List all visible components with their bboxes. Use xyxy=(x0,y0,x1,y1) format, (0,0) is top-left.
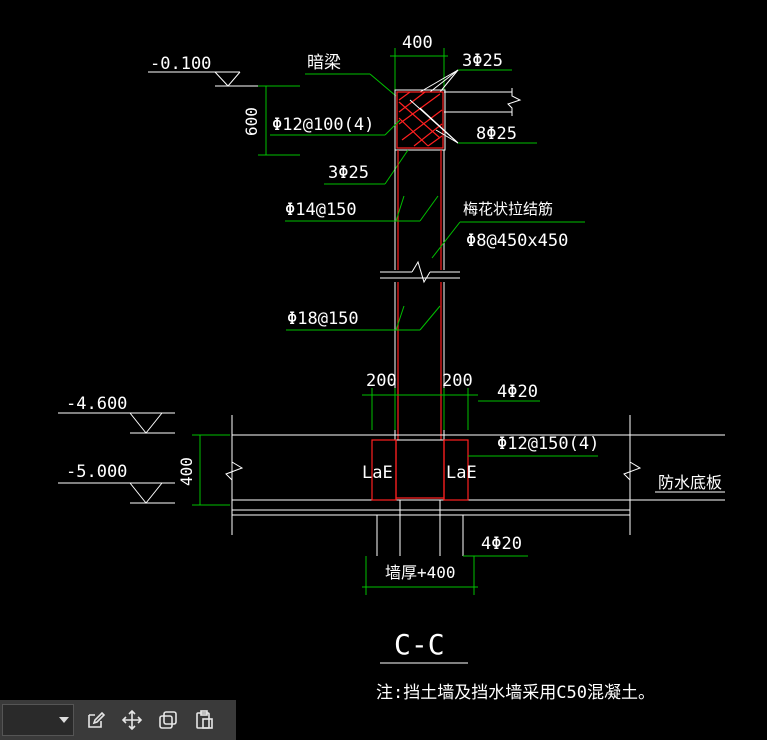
side-bars-label: 8Φ25 xyxy=(476,124,517,144)
foundation-zone xyxy=(371,439,469,556)
bottom-bars-label: 3Φ25 xyxy=(328,163,369,183)
copy-button[interactable] xyxy=(154,706,182,734)
waterproof-slab xyxy=(225,415,725,535)
top-bars-label: 3Φ25 xyxy=(462,51,503,71)
thickness-plus-label: 墙厚+400 xyxy=(385,563,456,582)
hidden-beam-label: 暗梁 xyxy=(307,53,341,73)
side-bars-leaders xyxy=(409,99,537,144)
elevation-marker-bottom xyxy=(58,482,175,504)
slab-thickness-label: 400 xyxy=(177,457,196,486)
wall-width-dimension xyxy=(390,48,448,90)
copy-icon xyxy=(159,711,177,729)
tie-spec-label: Φ8@450x450 xyxy=(466,231,568,251)
elevation-mid-label: -4.600 xyxy=(66,394,127,414)
elevation-bottom-label: -5.000 xyxy=(66,462,127,482)
lae-left-label: LaE xyxy=(362,463,393,483)
slab-stirrup-label: Φ12@150(4) xyxy=(497,434,599,454)
upper-wall-extension xyxy=(444,88,522,116)
section-title: C-C xyxy=(394,628,445,661)
tie-label: 梅花状拉结筋 xyxy=(463,200,553,218)
edit-icon xyxy=(88,711,106,728)
offset-right-label: 200 xyxy=(442,371,473,391)
layer-dropdown[interactable] xyxy=(2,704,74,736)
paste-icon xyxy=(196,710,213,729)
move-icon xyxy=(121,709,143,731)
wall-bars-upper-label: Φ14@150 xyxy=(285,200,357,220)
paste-button[interactable] xyxy=(190,706,218,734)
lae-right-label: LaE xyxy=(446,463,477,483)
col-bars-bottom-label: 4Φ20 xyxy=(481,534,522,554)
elevation-top-label: -0.100 xyxy=(150,54,211,74)
offset-left-label: 200 xyxy=(366,371,397,391)
wall-body-lower xyxy=(394,282,445,440)
elevation-marker-top xyxy=(148,71,290,87)
wall-bars-lower-label: Φ18@150 xyxy=(287,309,359,329)
wall-width-label: 400 xyxy=(402,33,433,53)
wall-body-upper xyxy=(394,150,445,270)
slab-thickness-dimension xyxy=(192,434,230,506)
beam-stirrup-label: Φ12@100(4) xyxy=(272,115,374,135)
offset-dimension xyxy=(362,388,478,430)
elevation-marker-mid xyxy=(58,412,175,434)
bottom-toolbar xyxy=(0,700,236,740)
thickness-plus-dimension xyxy=(362,556,478,595)
wall-break-line xyxy=(380,260,460,284)
col-bars-top-label: 4Φ20 xyxy=(497,382,538,402)
beam-height-label: 600 xyxy=(242,107,261,136)
hidden-beam-section xyxy=(394,89,446,151)
beam-height-dimension xyxy=(258,85,300,156)
edit-button[interactable] xyxy=(82,706,110,734)
move-button[interactable] xyxy=(118,706,146,734)
note-text: 注:挡土墙及挡水墙采用C50混凝土。 xyxy=(376,683,655,703)
dropdown-caret-icon[interactable] xyxy=(59,717,69,723)
waterproof-slab-label: 防水底板 xyxy=(658,473,722,492)
hidden-beam-leader-2 xyxy=(369,73,397,97)
